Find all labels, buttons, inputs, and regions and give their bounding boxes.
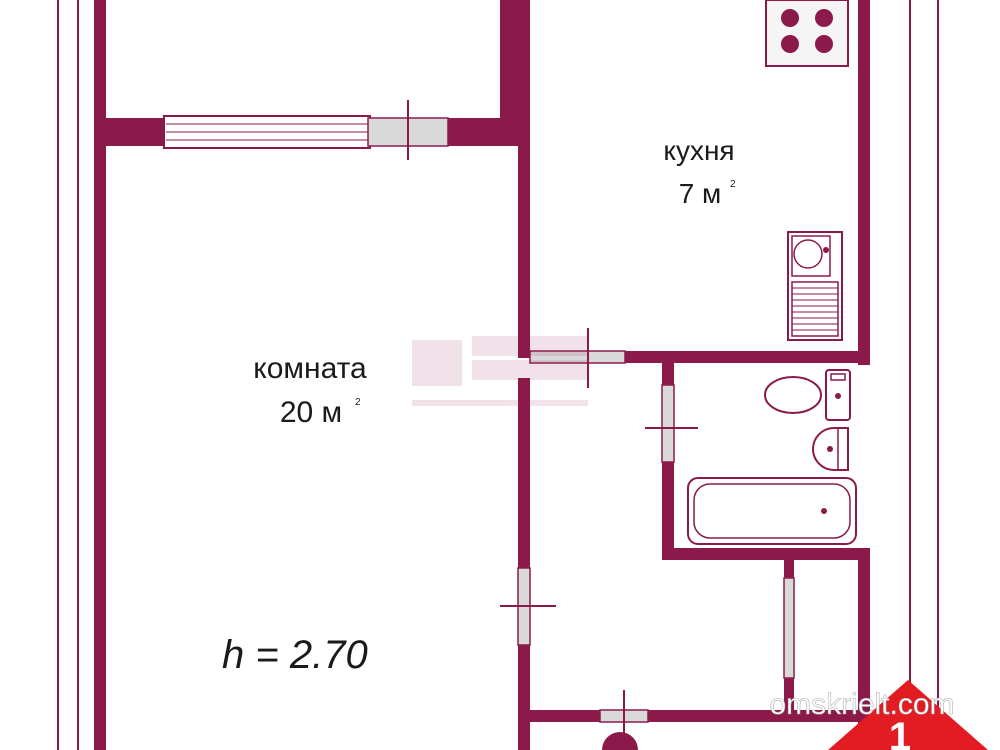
walls: [94, 0, 870, 750]
stove-icon: [765, 0, 849, 67]
door-openings: [367, 117, 795, 723]
bathtub-icon: [687, 477, 857, 545]
sink-icon: [787, 231, 843, 341]
toilet-door: [783, 577, 795, 679]
kitchen-door: [529, 350, 626, 364]
ceiling-height: h = 2.70: [222, 633, 368, 677]
center-watermark: [412, 336, 588, 406]
door-marks: [407, 100, 698, 745]
logo-icon: 1: [602, 680, 988, 750]
kitchen-name: кухня: [663, 135, 734, 166]
kitchen-area: 7 м: [679, 178, 722, 209]
washbasin-icon: [812, 427, 849, 471]
toilet-icon: [764, 369, 851, 421]
watermark-site: omskrielt.com: [769, 688, 954, 721]
outer-frame: [57, 0, 939, 750]
kitchen-area-sup: 2: [730, 179, 736, 190]
room-area-sup: 2: [355, 397, 361, 408]
window: [163, 115, 371, 149]
room-area: 20 м: [280, 396, 342, 429]
logo-digit: 1: [889, 715, 911, 750]
bathroom-door: [661, 384, 675, 463]
room-name: комната: [253, 352, 367, 385]
